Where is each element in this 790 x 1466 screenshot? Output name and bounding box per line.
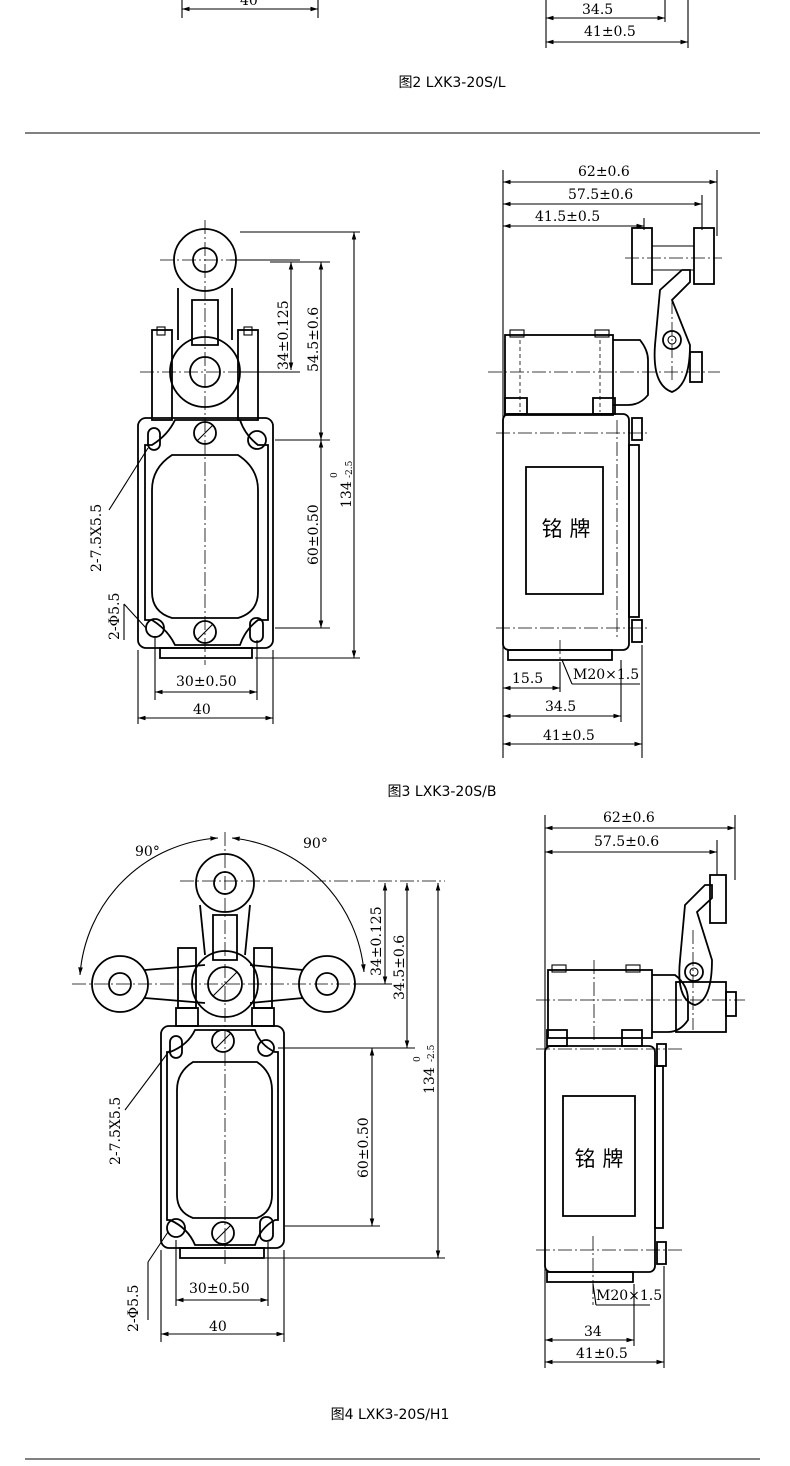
fig4-dim-41: 41±0.5 (576, 1346, 628, 1362)
figure-3-front-dims: 34±0.125 54.5±0.6 60±0.50 134 0 -2.5 2-7… (89, 231, 360, 724)
fig4-angle-left: 90° (135, 844, 160, 860)
fig2-caption: 图2 LXK3-20S/L (398, 75, 505, 91)
figure-4-front-dims: 34±0.125 34.5±0.6 60±0.50 134 0 -2.5 2-7… (108, 883, 445, 1342)
fig4-dim-62: 62±0.6 (603, 810, 655, 826)
fig4-dim-134-upper: 0 (413, 1056, 423, 1062)
fig3-caption: 图3 LXK3-20S/B (388, 784, 497, 800)
fig3-dim-thread: M20×1.5 (573, 667, 639, 683)
fig2-dim-40: 40 (240, 0, 258, 9)
fig4-dim-thread: M20×1.5 (596, 1288, 662, 1304)
fig3-dim-34: 34±0.125 (276, 300, 292, 370)
fig4-dim-134: 134 (422, 1067, 438, 1094)
fig3-dim-15-5: 15.5 (512, 671, 543, 687)
fig3-dim-34-5: 34.5 (545, 699, 576, 715)
fig4-dim-34-5: 34.5±0.6 (392, 935, 408, 1000)
fig4-caption: 图4 LXK3-20S/H1 (331, 1407, 450, 1423)
fig3-dim-134: 134 (339, 481, 355, 508)
fig3-dim-30: 30±0.50 (176, 674, 237, 690)
fig4-dim-60: 60±0.50 (356, 1117, 372, 1178)
fig3-dim-slot: 2-7.5X5.5 (89, 504, 105, 572)
figure-2: 40 34.5 41±0.5 图2 LXK3-20S/L (181, 0, 689, 91)
fig3-dim-hole: 2-Φ5.5 (107, 593, 123, 640)
fig3-nameplate: 铭 牌 (542, 517, 591, 541)
figure-3-front-view (137, 220, 274, 665)
fig2-dim-34-5: 34.5 (582, 2, 613, 18)
fig3-dim-134-lower: -2.5 (345, 460, 355, 478)
fig3-dim-40: 40 (193, 702, 211, 718)
fig3-dim-57-5: 57.5±0.6 (568, 187, 633, 203)
fig3-dim-134-upper: 0 (330, 472, 340, 478)
fig3-dim-62: 62±0.6 (578, 164, 630, 180)
fig4-nameplate: 铭 牌 (575, 1147, 624, 1171)
fig3-dim-54-5: 54.5±0.6 (306, 307, 322, 372)
figure-4-side-view: 铭 牌 (536, 874, 745, 1305)
fig4-dim-34: 34 (584, 1324, 602, 1340)
fig4-dim-40: 40 (209, 1319, 227, 1335)
fig4-dim-57-5: 57.5±0.6 (594, 834, 659, 850)
figure-3-side-view: 铭 牌 (488, 227, 722, 690)
fig3-dim-60: 60±0.50 (306, 504, 322, 565)
fig2-dim-41: 41±0.5 (584, 24, 636, 40)
fig4-dim-134-lower: -2.5 (427, 1044, 437, 1062)
fig4-dim-30: 30±0.50 (189, 1281, 250, 1297)
fig4-dim-34: 34±0.125 (369, 906, 385, 976)
fig4-angle-right: 90° (303, 836, 328, 852)
fig4-dim-hole: 2-Φ5.5 (126, 1285, 142, 1332)
fig4-dim-slot: 2-7.5X5.5 (108, 1097, 124, 1165)
fig3-dim-41-5: 41.5±0.5 (535, 209, 600, 225)
fig3-dim-41: 41±0.5 (543, 728, 595, 744)
figure-3-side-dims: 62±0.6 57.5±0.6 41.5±0.5 15.5 M20×1.5 34… (502, 164, 718, 758)
figure-4-side-dims: 62±0.6 57.5±0.6 M20×1.5 34 41±0.5 (544, 810, 736, 1368)
